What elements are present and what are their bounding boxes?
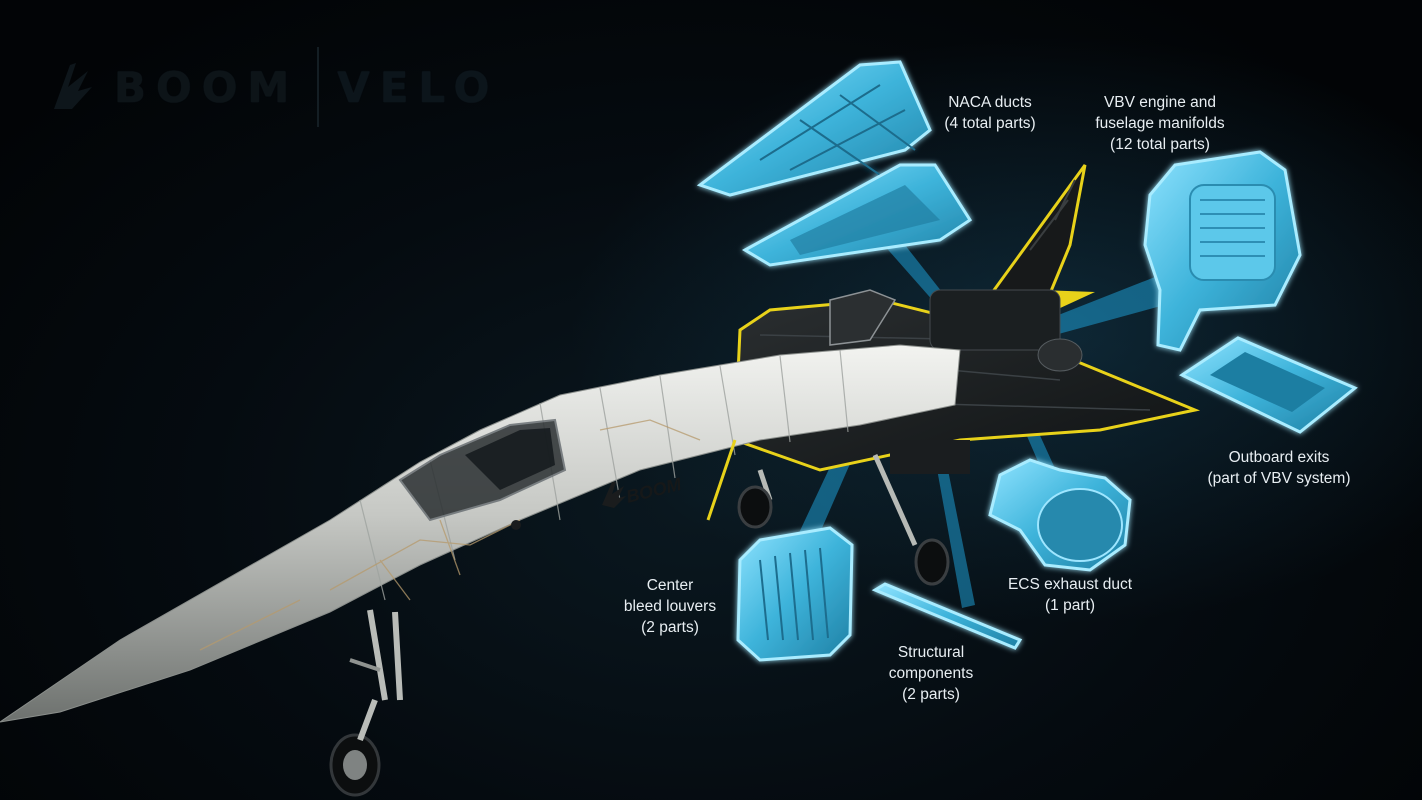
logo-product-text: VELO <box>337 62 500 112</box>
callout-line: (part of VBV system) <box>1207 470 1351 487</box>
callout-naca-ducts: NACA ducts (4 total parts) <box>920 92 1060 134</box>
callout-structural-components: Structural components (2 parts) <box>866 642 996 705</box>
callout-line: Center <box>646 577 694 594</box>
callout-center-bleed-louvers: Center bleed louvers (2 parts) <box>605 575 735 638</box>
callout-line: VBV engine and <box>1103 94 1217 111</box>
callout-line: bleed louvers <box>623 598 717 615</box>
callout-line: fuselage manifolds <box>1095 115 1225 132</box>
callout-line: ECS exhaust duct <box>1007 576 1133 593</box>
callout-line: Structural <box>897 644 965 661</box>
callout-line: (1 part) <box>1045 597 1095 614</box>
naca-duct-part-upper <box>696 60 932 197</box>
logo-brand-text: BOOM <box>114 62 300 112</box>
nose-landing-gear <box>329 609 403 797</box>
callout-line: Outboard exits <box>1228 449 1330 466</box>
callout-outboard-exits: Outboard exits (part of VBV system) <box>1196 447 1362 489</box>
brand-logo: BOOM VELO <box>48 42 499 132</box>
fuselage-boom-text: BOOM <box>624 474 684 507</box>
logo-divider <box>317 47 320 127</box>
callout-vbv-manifolds: VBV engine and fuselage manifolds (12 to… <box>1080 92 1240 155</box>
callout-line: (12 total parts) <box>1110 136 1210 153</box>
callout-line: (4 total parts) <box>944 115 1036 132</box>
main-landing-gear <box>737 453 950 586</box>
callout-line: (2 parts) <box>641 619 699 636</box>
fuselage <box>0 344 961 723</box>
structural-component-part <box>871 582 1023 650</box>
exploded-parts <box>696 60 1358 662</box>
fuselage-bird-icon <box>602 482 626 508</box>
center-bleed-louver-part <box>736 526 854 662</box>
callout-ecs-exhaust-duct: ECS exhaust duct (1 part) <box>990 574 1150 616</box>
callout-line: components <box>888 665 974 682</box>
callout-line: NACA ducts <box>948 94 1032 111</box>
boom-bird-icon <box>54 63 92 109</box>
callout-line: (2 parts) <box>902 686 960 703</box>
